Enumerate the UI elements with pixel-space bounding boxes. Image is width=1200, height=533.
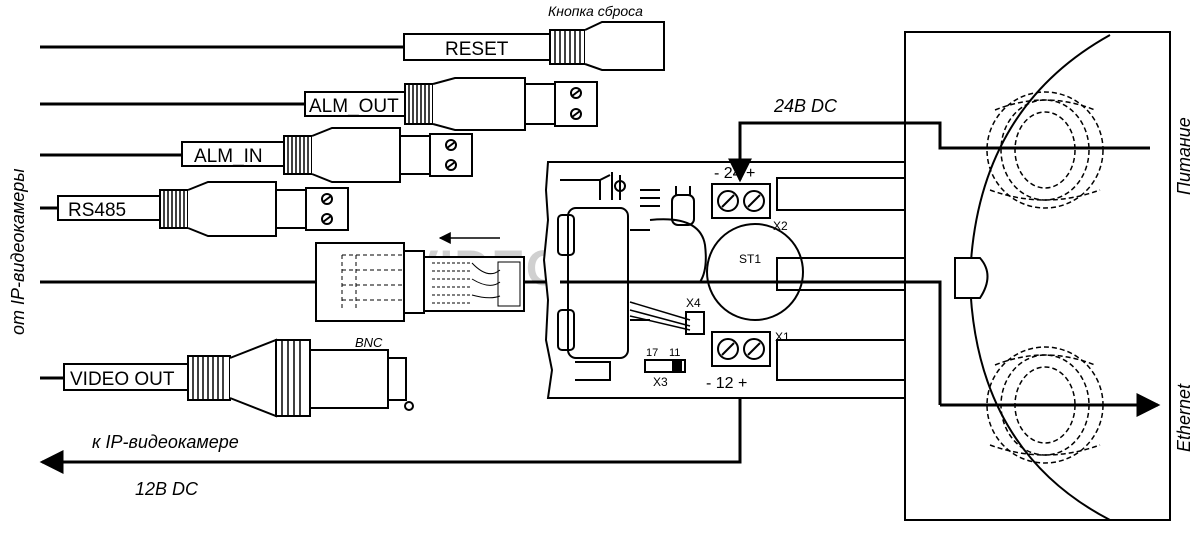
alm-out-cable (40, 77, 598, 131)
terminal-24-label: - 24 + (714, 165, 755, 182)
x2-label: X2 (773, 219, 788, 233)
terminal-12-label: - 12 + (706, 375, 747, 392)
x1-label: X1 (775, 330, 790, 344)
dc12-line (39, 372, 742, 474)
from-camera-label: от IP-видеокамеры (8, 169, 28, 336)
st1-label: ST1 (739, 252, 761, 266)
alm-in-label: ALM_IN (194, 146, 263, 167)
x3-label: X3 (653, 375, 668, 389)
dc24-label: 24B DC (773, 96, 838, 116)
housing (904, 31, 1171, 521)
reset-cable (40, 21, 665, 71)
rs485-cable (40, 181, 349, 237)
to-camera-label: к IP-видеокамере (92, 432, 239, 452)
rs485-label: RS485 (68, 200, 126, 221)
dc24-line (728, 121, 1150, 183)
main-board (542, 161, 942, 405)
reset-label: RESET (445, 39, 509, 60)
video-out-label: VIDEO OUT (70, 369, 175, 390)
alm-in-cable (40, 127, 473, 183)
bnc-label: BNC (355, 335, 383, 350)
alm-out-label: ALM_OUT (309, 96, 399, 117)
jumper-11-label: 11 (669, 347, 680, 359)
dc12-label: 12B DC (135, 479, 199, 499)
ethernet-label: Ethernet (1174, 383, 1194, 452)
reset-button-caption: Кнопка сброса (548, 3, 643, 19)
video-out-cable (40, 338, 414, 418)
x4-label: X4 (686, 296, 701, 310)
power-label: Питание (1174, 117, 1194, 195)
jumper-17-label: 17 (646, 347, 658, 359)
